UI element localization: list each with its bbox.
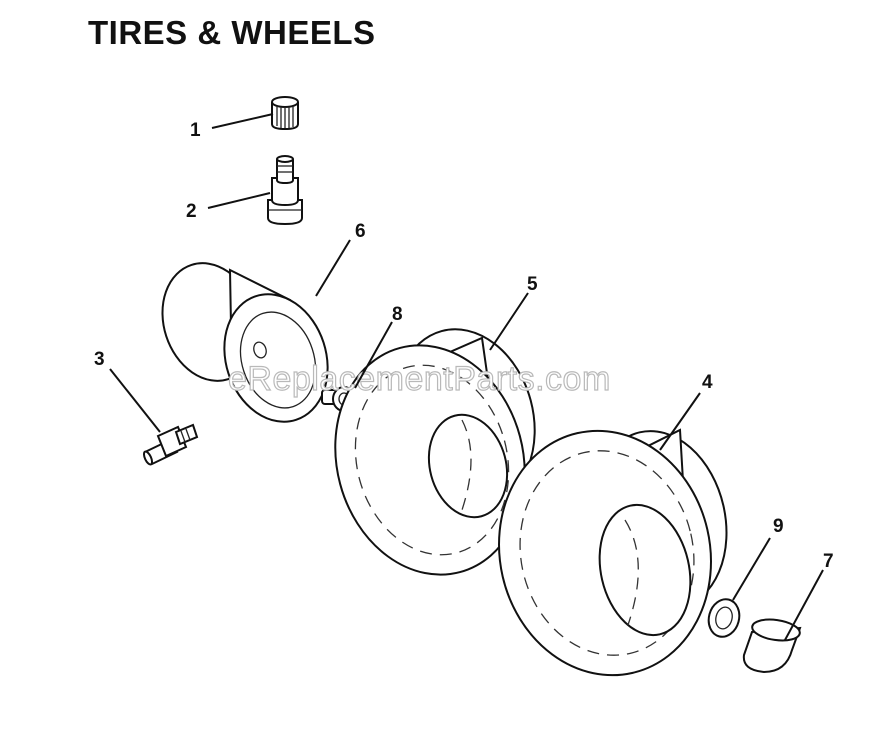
callout-5: 5 xyxy=(527,274,538,295)
valve-stem-part xyxy=(267,155,303,226)
callout-6: 6 xyxy=(355,221,366,242)
callout-7: 7 xyxy=(823,551,834,572)
leader-line-2 xyxy=(207,192,271,209)
callout-1: 1 xyxy=(190,120,201,141)
leader-line-4 xyxy=(659,392,701,451)
front-tire-part xyxy=(334,328,536,576)
leader-line-9 xyxy=(732,537,771,601)
leader-line-1 xyxy=(211,113,274,129)
leader-line-7 xyxy=(784,569,824,641)
leader-line-5 xyxy=(489,292,529,351)
grease-fitting-part xyxy=(142,423,199,466)
rear-tire-part xyxy=(498,428,728,677)
callout-9: 9 xyxy=(773,516,784,537)
valve-cap-part xyxy=(271,96,299,131)
leader-line-6 xyxy=(315,239,351,297)
diagram-title: TIRES & WHEELS xyxy=(88,14,376,51)
callout-2: 2 xyxy=(186,201,197,222)
watermark-text: eReplacementParts.com xyxy=(228,360,611,398)
washer-part xyxy=(707,598,741,638)
callout-3: 3 xyxy=(94,349,105,370)
callout-4: 4 xyxy=(702,372,713,393)
leader-line-3 xyxy=(109,368,161,433)
callout-8: 8 xyxy=(392,304,403,325)
wheel-rim-part xyxy=(161,262,329,423)
leader-line-8 xyxy=(354,321,393,389)
